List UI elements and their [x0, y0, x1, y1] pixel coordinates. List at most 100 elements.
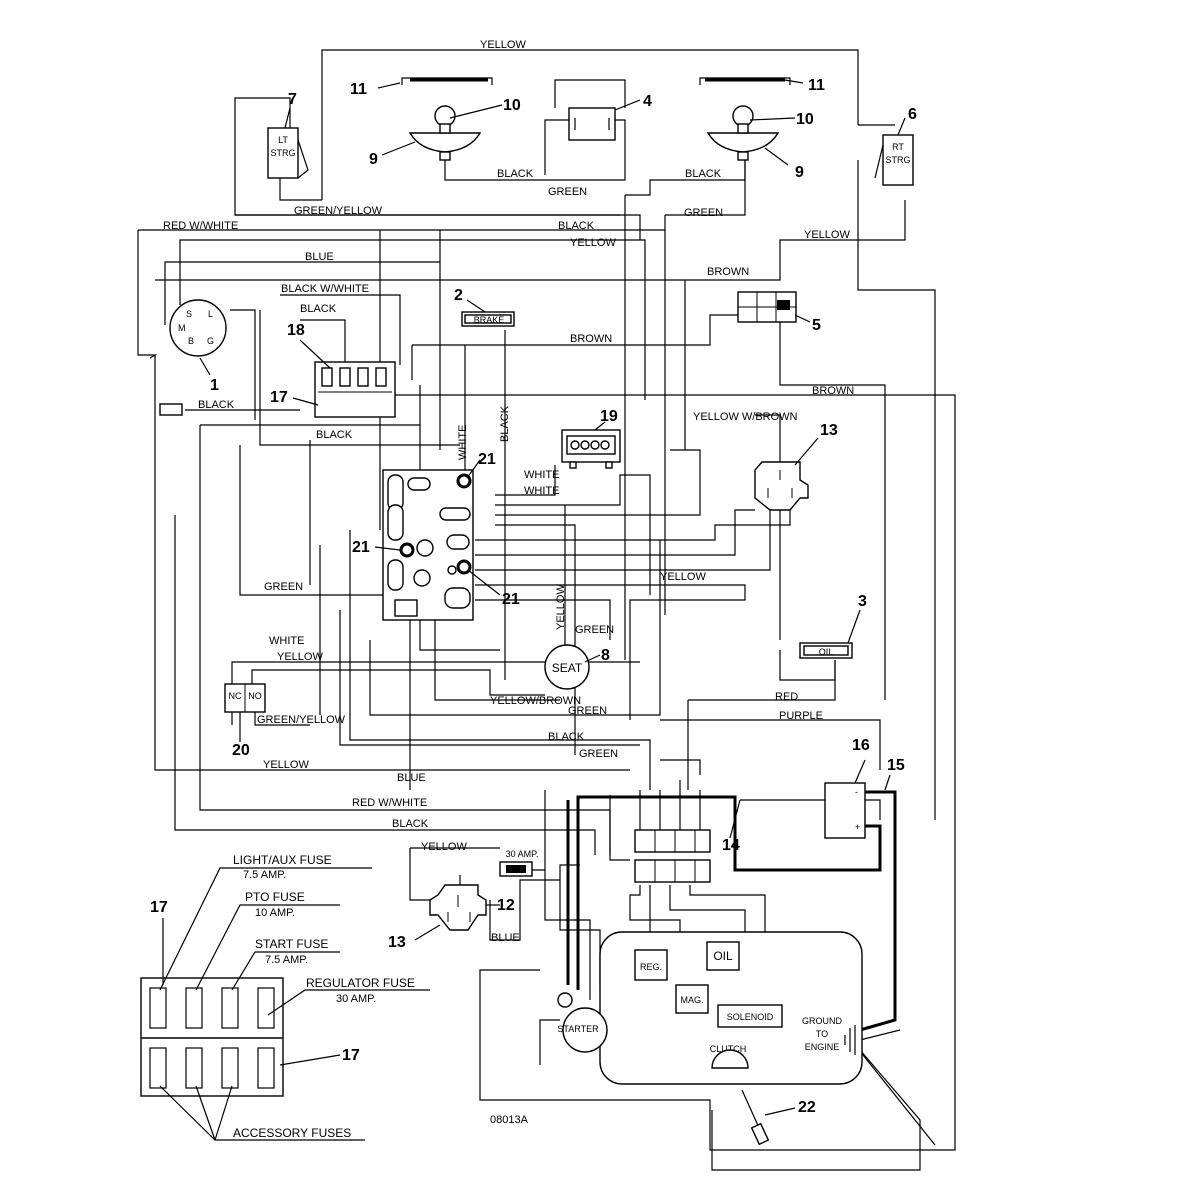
nc-label: NC [229, 691, 242, 701]
main-fuse-block [634, 829, 711, 883]
diagram-code: 08013A [490, 1114, 529, 1126]
wire-label: BLACK [198, 399, 235, 411]
wire-label: BLUE [305, 251, 334, 263]
clutch-connector [741, 1089, 770, 1146]
wire-label: BLACK [300, 303, 337, 315]
wire-label: BLUE [491, 932, 520, 944]
ground-label-3: ENGINE [805, 1042, 840, 1052]
seat-switch: SEAT [544, 644, 590, 690]
ground-label-1: GROUND [802, 1016, 842, 1026]
wire-label: BROWN [570, 333, 612, 345]
callout-17-legend: 17 [150, 899, 168, 916]
callout-10-right: 10 [796, 111, 814, 128]
callout-2: 2 [454, 287, 463, 304]
wire-label: BLUE [397, 772, 426, 784]
callout-12: 12 [497, 897, 515, 914]
callout-numbers: 1 2 3 4 5 6 7 8 9 9 10 10 11 11 12 13 13… [150, 77, 917, 1116]
clutch-label: CLUTCH [710, 1044, 747, 1054]
headlight-bar-left [401, 77, 493, 85]
key-terminal-m: M [178, 323, 186, 333]
wire-label: YELLOW W/BROWN [693, 411, 798, 423]
wire-label: YELLOW [277, 651, 323, 663]
wire-label: BLACK [548, 731, 585, 743]
callout-leaders [199, 79, 906, 1116]
seat-label: SEAT [552, 661, 583, 675]
callout-22: 22 [798, 1099, 816, 1116]
wire-label: WHITE [457, 425, 469, 460]
key-terminal-g: G [207, 336, 214, 346]
legend-light-aux-rating: 7.5 AMP. [243, 869, 286, 881]
wire-label: GREEN [264, 581, 303, 593]
callout-7: 7 [288, 91, 297, 108]
headlight-lamp-left [408, 105, 482, 161]
key-terminal-b: B [188, 336, 194, 346]
callout-20: 20 [232, 742, 250, 759]
reg-label: REG. [640, 962, 662, 972]
key-terminal-l: L [208, 309, 213, 319]
wire-label: WHITE [269, 635, 304, 647]
wire-label: BLACK [558, 220, 595, 232]
callout-15: 15 [887, 757, 905, 774]
callout-1: 1 [210, 377, 219, 394]
power-wires [566, 790, 897, 1032]
callout-9-left: 9 [369, 151, 378, 168]
solenoid-label: SOLENOID [727, 1012, 774, 1022]
wire-label: YELLOW [555, 584, 567, 630]
wiring-lines [137, 49, 956, 1171]
wire-label: GREEN [568, 705, 607, 717]
starter-label: STARTER [557, 1024, 599, 1034]
callout-17-legend-lower: 17 [342, 1047, 360, 1064]
callout-11-right: 11 [808, 77, 825, 94]
legend-regulator-rating: 30 AMP. [336, 993, 376, 1005]
main-harness-connector [382, 469, 474, 621]
wire-label: WHITE [524, 485, 559, 497]
legend-accessory: ACCESSORY FUSES [233, 1126, 351, 1140]
brake-switch: BRAKE [461, 311, 515, 327]
legend-start-rating: 7.5 AMP. [265, 954, 308, 966]
wire-label: YELLOW [804, 229, 850, 241]
brake-label: BRAKE [474, 315, 505, 325]
callout-18: 18 [287, 322, 305, 339]
wire-label: YELLOW/BROWN [490, 695, 581, 707]
fuse-block [314, 361, 396, 418]
wire-label: RED [775, 691, 798, 703]
engine: REG. OIL MAG. SOLENOID GROUND TO ENGINE … [599, 931, 863, 1085]
wire-label: RED W/WHITE [352, 797, 427, 809]
callout-5: 5 [812, 317, 821, 334]
wire-label: WHITE [524, 469, 559, 481]
lt-steering-switch: LT STRG [267, 127, 309, 179]
wire-labels: YELLOW BLACK BLACK GREEN GREEN/YELLOW GR… [163, 39, 854, 944]
callout-4: 4 [643, 93, 652, 110]
rt-strg-label-1: RT [892, 142, 904, 152]
relay-lower [429, 884, 487, 931]
svg-text:-: - [855, 787, 858, 797]
oil-switch: OIL [799, 642, 853, 659]
rt-steering-switch: RT STRG [874, 134, 914, 186]
no-label: NO [248, 691, 262, 701]
callout-14: 14 [722, 837, 740, 854]
wire-label: YELLOW [263, 759, 309, 771]
ignition-key-switch: S L M B G [169, 299, 227, 357]
svg-text:+: + [855, 822, 860, 832]
accessory-plug [159, 403, 183, 416]
callout-21-left: 21 [352, 539, 370, 556]
callout-16: 16 [852, 737, 870, 754]
wire-label: BLACK [497, 168, 534, 180]
headlight-lamp-right [706, 105, 780, 161]
callout-8: 8 [601, 647, 610, 664]
battery: - + [824, 782, 866, 839]
relay-upper [754, 461, 809, 511]
wire-label: BLACK [685, 168, 722, 180]
lt-strg-label-2: STRG [270, 148, 295, 158]
starter-motor: STARTER [557, 992, 608, 1053]
callout-21-top: 21 [478, 451, 496, 468]
wire-label: YELLOW [421, 841, 467, 853]
wire-label: RED W/WHITE [163, 220, 238, 232]
wire-label: GREEN [684, 207, 723, 219]
wire-label: BLACK [316, 429, 353, 441]
callout-9-right: 9 [795, 164, 804, 181]
wire-label: YELLOW [660, 571, 706, 583]
wire-label: BROWN [812, 385, 854, 397]
rt-strg-label-2: STRG [885, 155, 910, 165]
callout-13-lower: 13 [388, 934, 406, 951]
